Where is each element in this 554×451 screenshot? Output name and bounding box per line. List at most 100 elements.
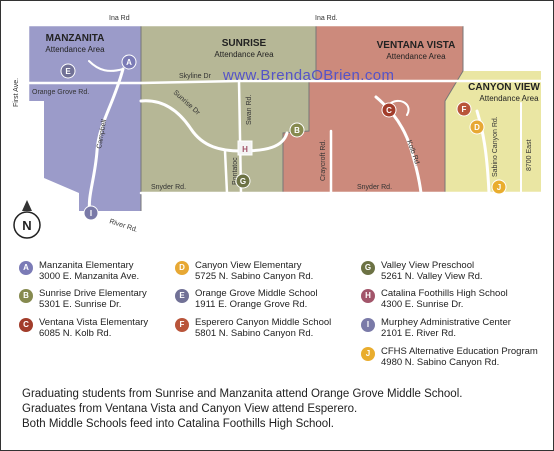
legend-name: Sunrise Drive Elementary (39, 288, 147, 299)
footer-line: Graduating students from Sunrise and Man… (22, 388, 463, 400)
sabino-canyon-road (475, 109, 491, 195)
svg-text:B: B (294, 126, 300, 135)
footer-line: Both Middle Schools feed into Catalina F… (22, 418, 334, 430)
map-marker-g[interactable]: G (235, 173, 251, 189)
map-marker-c[interactable]: C (381, 102, 397, 118)
legend-address: 2101 E. River Rd. (381, 328, 456, 339)
road-label-swan: Swan Rd. (246, 95, 253, 125)
legend-address: 4300 E. Sunrise Dr. (381, 299, 464, 310)
legend-name: Catalina Foothills High School (381, 288, 508, 299)
pontatoc-road (223, 149, 229, 195)
legend-marker-g: G (361, 261, 375, 275)
legend-item-i[interactable]: I Murphey Administrative Center 2101 E. … (361, 317, 541, 351)
legend-marker-d: D (175, 261, 189, 275)
attendance-areas (28, 25, 541, 211)
map-marker-h[interactable]: H (237, 140, 253, 156)
legend-name: Murphey Administrative Center (381, 317, 511, 328)
footer-notes: Graduating students from Sunrise and Man… (22, 387, 542, 432)
legend-marker-c: C (19, 318, 33, 332)
legend-marker-j: J (361, 347, 375, 361)
legend-name: Valley View Preschool (381, 260, 475, 271)
svg-text:C: C (386, 106, 392, 115)
area-sub-manzanita: Attendance Area (45, 45, 105, 54)
road-label-ina-west: Ina Rd (109, 15, 130, 22)
legend-item-g[interactable]: G Valley View Preschool 5261 N. Valley V… (361, 260, 541, 294)
road-label-sabino: Sabino Canyon Rd. (492, 116, 499, 177)
legend-address: 3000 E. Manzanita Ave. (39, 271, 140, 282)
roads (26, 23, 543, 215)
legend-name: Orange Grove Middle School (195, 288, 318, 299)
legend-marker-a: A (19, 261, 33, 275)
road-label-river: River Rd. (108, 218, 138, 234)
legend-item-j[interactable]: J CFHS Alternative Education Program 498… (361, 346, 541, 380)
area-title-sunrise: SUNRISE (222, 38, 267, 49)
area-ventana-vista[interactable] (283, 25, 463, 193)
svg-text:J: J (497, 183, 501, 192)
sunrise-drive (139, 99, 289, 153)
area-title-ventana: VENTANA VISTA (377, 40, 456, 51)
area-boundaries (140, 25, 464, 211)
map-marker-b[interactable]: B (289, 122, 305, 138)
legend-address: 4980 N. Sabino Canyon Rd. (381, 357, 500, 368)
map-marker-e[interactable]: E (60, 63, 76, 79)
svg-text:E: E (65, 67, 71, 76)
compass-icon: N (13, 200, 41, 239)
area-sub-ventana: Attendance Area (386, 52, 446, 61)
map-marker-j[interactable]: J (491, 179, 507, 195)
legend-address: 5725 N. Sabino Canyon Rd. (195, 271, 314, 282)
map-marker-i[interactable]: I (83, 205, 99, 221)
watermark: www.BrendaOBrien.com (222, 67, 394, 84)
legend-marker-h: H (361, 289, 375, 303)
legend-marker-f: F (175, 318, 189, 332)
legend-address: 5801 N. Sabino Canyon Rd. (195, 328, 314, 339)
road-label-snyder-west: Snyder Rd. (151, 184, 186, 191)
area-labels: MANZANITA Attendance Area SUNRISE Attend… (45, 33, 540, 103)
legend-name: Ventana Vista Elementary (39, 317, 149, 328)
legend-address: 6085 N. Kolb Rd. (39, 328, 112, 339)
road-label-8700-east: 8700 East (526, 139, 533, 171)
road-label-first-ave: First Ave. (13, 78, 20, 107)
loop-road (88, 60, 410, 116)
legend-name: CFHS Alternative Education Program (381, 346, 538, 357)
svg-text:D: D (474, 123, 480, 132)
legend-item-a[interactable]: A Manzanita Elementary 3000 E. Manzanita… (19, 260, 199, 294)
legend-address: 5301 E. Sunrise Dr. (39, 299, 122, 310)
legend-marker-i: I (361, 318, 375, 332)
legend-address: 1911 E. Orange Grove Rd. (195, 299, 308, 310)
school-markers: A E B H G C F D J I (60, 54, 507, 221)
legend-address: 5261 N. Valley View Rd. (381, 271, 483, 282)
map-marker-d[interactable]: D (469, 119, 485, 135)
area-sub-canyon: Attendance Area (479, 94, 539, 103)
road-label-orange-grove: Orange Grove Rd. (32, 89, 89, 96)
map-marker-f[interactable]: F (456, 101, 472, 117)
legend-item-c[interactable]: C Ventana Vista Elementary 6085 N. Kolb … (19, 317, 199, 351)
compass-label: N (22, 218, 31, 233)
legend-marker-e: E (175, 289, 189, 303)
area-sunrise[interactable] (141, 25, 316, 193)
road-label-ina-east: Ina Rd. (315, 15, 338, 22)
area-title-canyon: CANYON VIEW (468, 82, 540, 93)
legend-marker-b: B (19, 289, 33, 303)
road-label-craycroft: Craycroft Rd. (320, 140, 327, 181)
map-marker-a[interactable]: A (121, 54, 137, 70)
svg-text:H: H (242, 145, 248, 154)
legend-name: Manzanita Elementary (39, 260, 134, 271)
svg-text:G: G (240, 177, 246, 186)
legend-name: Esperero Canyon Middle School (195, 317, 332, 328)
legend-item-b[interactable]: B Sunrise Drive Elementary 5301 E. Sunri… (19, 288, 199, 322)
legend-item-h[interactable]: H Catalina Foothills High School 4300 E.… (361, 288, 541, 322)
legend-name: Canyon View Elementary (195, 260, 302, 271)
district-map: Ina Rd Ina Rd. Skyline Dr Orange Grove R… (13, 15, 543, 239)
legend-item-e[interactable]: E Orange Grove Middle School 1911 E. Ora… (175, 288, 355, 322)
legend-item-f[interactable]: F Esperero Canyon Middle School 5801 N. … (175, 317, 355, 351)
road-label-snyder-east: Snyder Rd. (357, 184, 392, 191)
area-sub-sunrise: Attendance Area (214, 50, 274, 59)
legend-item-d[interactable]: D Canyon View Elementary 5725 N. Sabino … (175, 260, 355, 294)
area-canyon-view[interactable] (445, 71, 541, 193)
footer-line: Graduates from Ventana Vista and Canyon … (22, 403, 358, 415)
road-label-skyline: Skyline Dr (179, 73, 212, 80)
svg-text:I: I (90, 209, 92, 218)
area-title-manzanita: MANZANITA (46, 33, 105, 44)
road-label-pontatoc: Pontatoc (232, 157, 239, 185)
